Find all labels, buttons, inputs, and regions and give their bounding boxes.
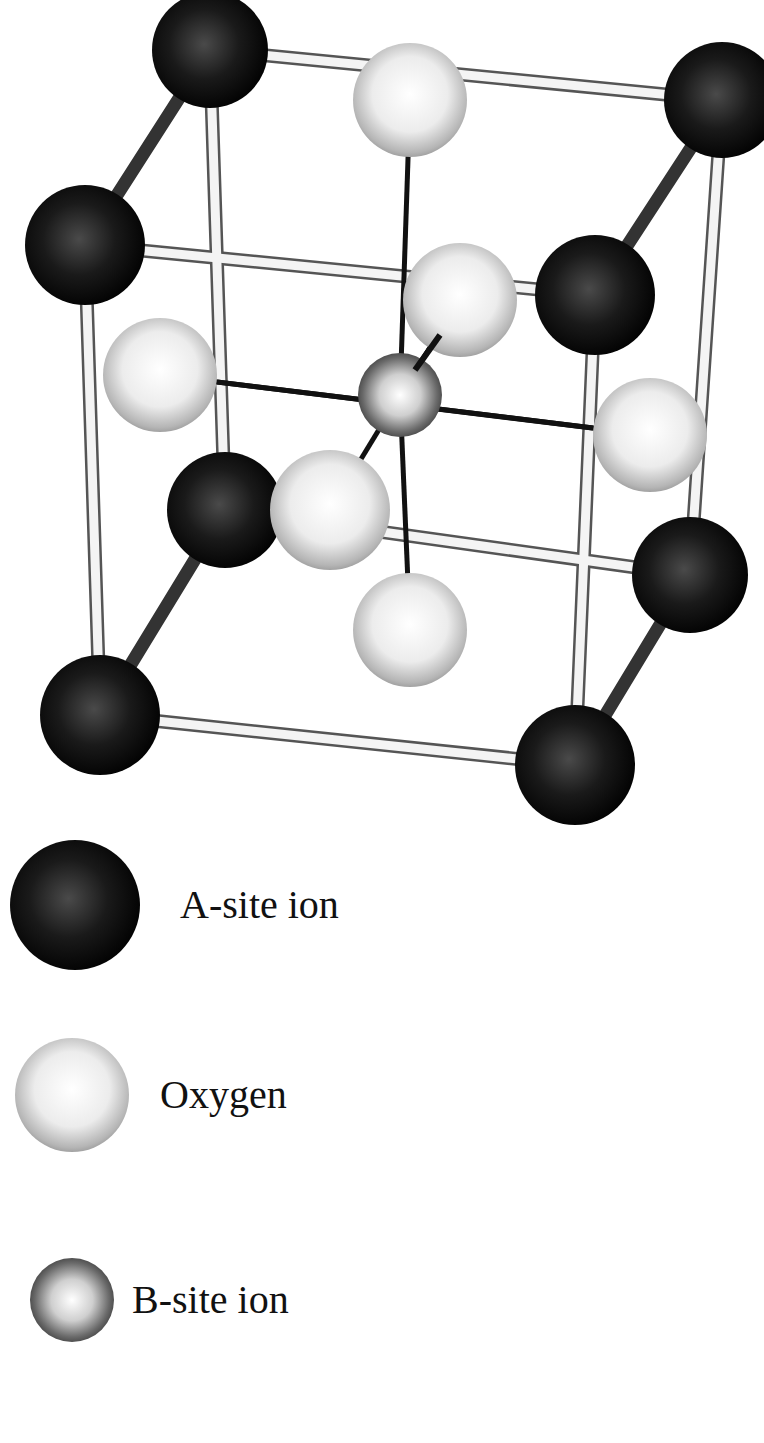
a-site-back	[152, 0, 764, 633]
legend-oxygen-sample	[15, 1038, 129, 1152]
bonds	[160, 100, 650, 630]
bond-stubs	[415, 335, 440, 370]
depth-rods	[85, 50, 722, 765]
oxygen-back	[103, 43, 707, 492]
legend-label: A-site ion	[180, 885, 339, 925]
legend-label: Oxygen	[160, 1075, 287, 1115]
oxygen-front	[270, 450, 467, 687]
a-site-front	[25, 185, 655, 825]
cube-edges	[85, 50, 722, 765]
legend-label: B-site ion	[132, 1280, 289, 1320]
legend-a-site-sample	[10, 840, 140, 970]
legend-b-site-sample	[30, 1258, 114, 1342]
b-site-ion	[358, 353, 442, 437]
